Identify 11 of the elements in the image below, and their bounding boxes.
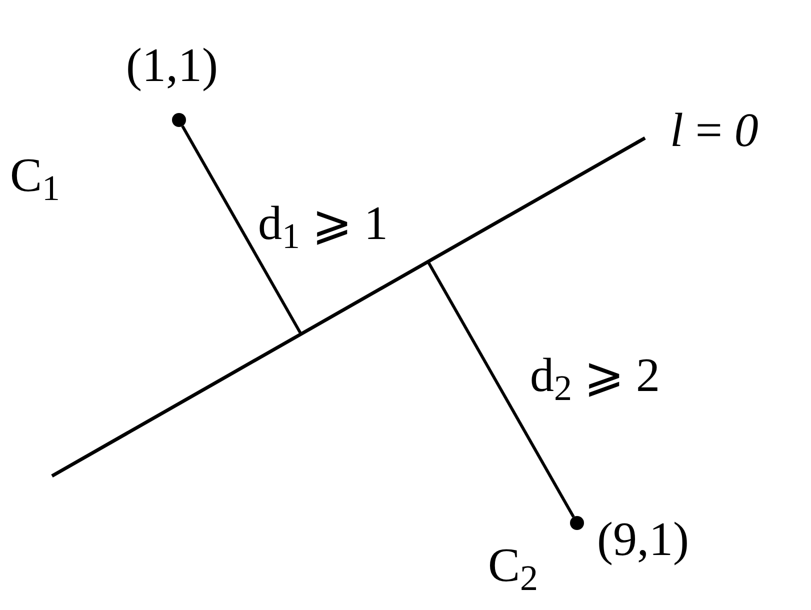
- coordinate-label: (1,1): [126, 42, 218, 90]
- text-label: C$_{2}$: [488, 542, 538, 590]
- perpendicular-segment: [426, 260, 575, 518]
- edge-label: d$_{2}$ ⩾ 2: [530, 352, 660, 400]
- edge-label: d$_{1}$ ⩾ 1: [258, 200, 388, 248]
- equation-label: l = 0: [670, 107, 758, 155]
- text-label: C$_{1}$: [10, 152, 60, 200]
- point-dot: [172, 113, 186, 127]
- perpendicular-segment: [181, 125, 302, 335]
- point-dot: [570, 516, 584, 530]
- coordinate-label: (9,1): [597, 516, 689, 564]
